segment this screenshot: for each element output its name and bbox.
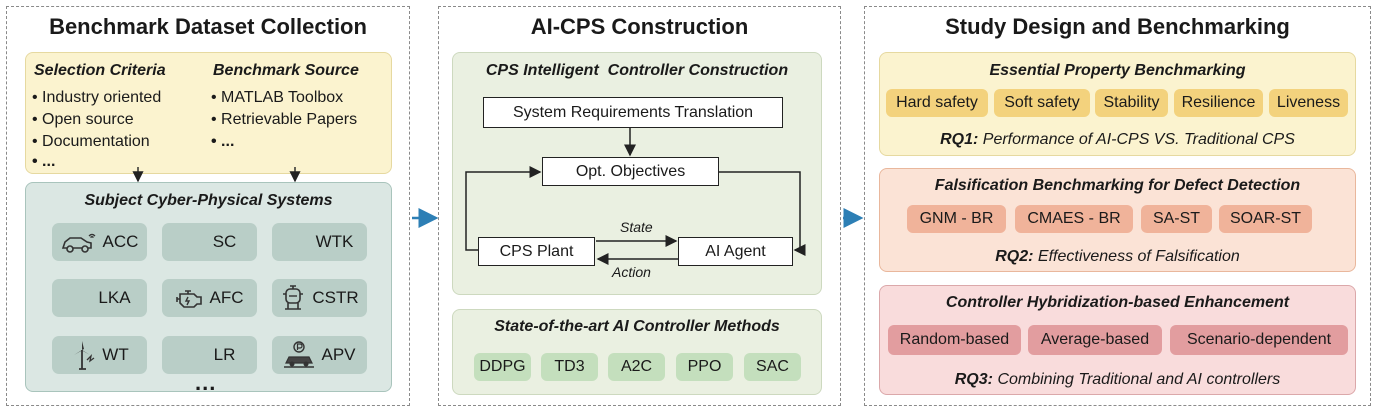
panel-ai-cps-construction	[438, 6, 841, 406]
criteria-item-more: ...	[32, 153, 55, 171]
tile-label: AFC	[209, 288, 244, 307]
hybridization-title: Controller Hybridization-based Enhanceme…	[945, 294, 1290, 311]
rq2-line: RQ2: Effectiveness of Falsification	[879, 248, 1356, 266]
opt-objectives-box: Opt. Objectives	[542, 157, 719, 186]
engine-icon	[175, 290, 202, 308]
rq3-label: RQ3:	[954, 371, 993, 388]
cps-plant-box: CPS Plant	[478, 237, 595, 266]
panel-title-construction: AI-CPS Construction	[530, 14, 749, 39]
ai-methods-title: State-of-the-art AI Controller Methods	[494, 318, 780, 335]
cps-tile-cstr: CSTR	[272, 279, 367, 317]
parking-car-icon	[284, 341, 315, 368]
hybrid-chip: Scenario-dependent	[1170, 325, 1348, 355]
property-chip: Hard safety	[886, 89, 988, 117]
tile-label: LR	[213, 345, 236, 364]
selection-criteria-title: Selection Criteria	[34, 62, 166, 79]
ai-agent-box: AI Agent	[678, 237, 793, 266]
tile-label: CSTR	[312, 288, 359, 307]
benchmark-source-title: Benchmark Source	[213, 62, 359, 79]
tile-label: SC	[212, 232, 237, 251]
source-item-more: ...	[211, 133, 234, 151]
cps-tile-wt: WT	[52, 336, 147, 374]
cps-tile-afc: AFC	[162, 279, 257, 317]
tile-label: WTK	[315, 232, 354, 251]
falsification-title: Falsification Benchmarking for Defect De…	[934, 177, 1301, 194]
falsification-chip: GNM - BR	[907, 205, 1006, 233]
panel-dataset-collection	[6, 6, 410, 406]
tile-label: LKA	[98, 288, 131, 307]
controller-construction-title: CPS Intelligent Controller Construction	[485, 62, 789, 79]
wind-turbine-icon	[74, 341, 95, 370]
tile-label: ACC	[102, 232, 139, 251]
property-chip: Resilience	[1174, 89, 1263, 117]
criteria-item: Industry oriented	[32, 89, 161, 107]
rq1-line: RQ1: Performance of AI-CPS VS. Tradition…	[879, 131, 1356, 149]
cps-tile-lr: LR	[162, 336, 257, 374]
subject-more: ...	[195, 370, 217, 395]
rq2-text: Effectiveness of Falsification	[1037, 248, 1240, 265]
falsification-chip: SOAR-ST	[1219, 205, 1312, 233]
tile-label: WT	[102, 345, 129, 364]
cps-tile-lka: LKA	[52, 279, 147, 317]
method-chip: SAC	[744, 353, 801, 381]
source-item: MATLAB Toolbox	[211, 89, 343, 107]
panel-study-design	[864, 6, 1371, 406]
property-chip: Stability	[1095, 89, 1168, 117]
method-chip: PPO	[676, 353, 733, 381]
rq3-text: Combining Traditional and AI controllers	[997, 371, 1281, 388]
subject-cps-title: Subject Cyber-Physical Systems	[84, 192, 333, 209]
falsification-chip: CMAES - BR	[1015, 205, 1133, 233]
arrow-obj-to-agent	[719, 171, 806, 256]
falsification-chip: SA-ST	[1141, 205, 1212, 233]
source-item: Retrievable Papers	[211, 111, 357, 129]
panel-title-collection: Benchmark Dataset Collection	[49, 14, 367, 39]
action-label: Action	[612, 264, 651, 280]
car-wifi-icon	[61, 233, 96, 253]
cps-tile-apv: APV	[272, 336, 367, 374]
property-benchmarking-title: Essential Property Benchmarking	[989, 62, 1246, 79]
rq2-label: RQ2:	[995, 248, 1034, 265]
cps-tile-sc: SC	[162, 223, 257, 261]
property-chip: Soft safety	[994, 89, 1090, 117]
tile-label: APV	[321, 345, 356, 364]
panel-title-study: Study Design and Benchmarking	[945, 14, 1290, 39]
hybrid-chip: Random-based	[888, 325, 1021, 355]
method-chip: TD3	[541, 353, 598, 381]
cps-tile-wtk: WTK	[272, 223, 367, 261]
criteria-item: Open source	[32, 111, 134, 129]
rq1-text: Performance of AI-CPS VS. Traditional CP…	[982, 131, 1295, 148]
hybrid-chip: Average-based	[1028, 325, 1162, 355]
arrow-plant-to-obj	[465, 166, 542, 251]
method-chip: A2C	[608, 353, 665, 381]
cps-tile-acc: ACC	[52, 223, 147, 261]
state-label: State	[620, 219, 653, 235]
rq3-line: RQ3: Combining Traditional and AI contro…	[879, 371, 1356, 389]
property-chip: Liveness	[1269, 89, 1348, 117]
method-chip: DDPG	[474, 353, 531, 381]
requirements-translation-box: System Requirements Translation	[483, 97, 783, 128]
rq1-label: RQ1:	[940, 131, 979, 148]
criteria-item: Documentation	[32, 133, 150, 151]
reactor-icon	[283, 285, 304, 310]
